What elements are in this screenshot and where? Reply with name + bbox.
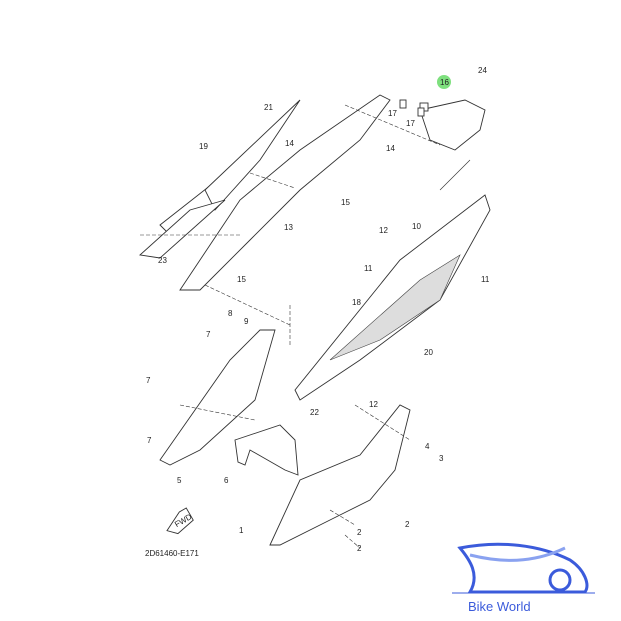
part-23-stripe xyxy=(138,199,226,259)
part-5-lower-cover xyxy=(159,329,276,466)
callout-8[interactable]: 8 xyxy=(228,309,233,318)
callout-4[interactable]: 4 xyxy=(425,442,430,451)
callout-2[interactable]: 2 xyxy=(405,520,410,529)
part-16-rear-cover xyxy=(419,99,486,151)
callout-6[interactable]: 6 xyxy=(224,476,229,485)
callout-7[interactable]: 7 xyxy=(206,330,211,339)
callout-16[interactable]: 16 xyxy=(440,78,449,87)
part-13-side-cover xyxy=(179,94,391,291)
callout-21[interactable]: 21 xyxy=(264,103,273,112)
part-20-decal xyxy=(329,254,461,361)
callout-7[interactable]: 7 xyxy=(146,376,151,385)
fwd-direction-marker: FWD xyxy=(166,507,194,535)
callout-19[interactable]: 19 xyxy=(199,142,208,151)
callout-10[interactable]: 10 xyxy=(412,222,421,231)
callout-14[interactable]: 14 xyxy=(285,139,294,148)
callout-12[interactable]: 12 xyxy=(379,226,388,235)
callout-17[interactable]: 17 xyxy=(388,109,397,118)
callout-23[interactable]: 23 xyxy=(158,256,167,265)
bike-world-logo: Bike World xyxy=(452,542,595,614)
motorbike-logo-icon xyxy=(457,542,589,594)
callout-2[interactable]: 2 xyxy=(357,544,362,553)
callout-3[interactable]: 3 xyxy=(439,454,444,463)
drawing-code: 2D61460-E171 xyxy=(145,549,199,558)
part-10-body-cover xyxy=(294,194,491,401)
callout-11[interactable]: 11 xyxy=(481,275,490,284)
callout-20[interactable]: 20 xyxy=(424,348,433,357)
callout-9[interactable]: 9 xyxy=(244,317,249,326)
callout-15[interactable]: 15 xyxy=(341,198,350,207)
callout-5[interactable]: 5 xyxy=(177,476,182,485)
callout-7[interactable]: 7 xyxy=(147,436,152,445)
callout-2[interactable]: 2 xyxy=(357,528,362,537)
part-1-side-panel xyxy=(269,404,411,546)
part-21-decal xyxy=(204,99,301,211)
part-6-bracket xyxy=(234,424,299,476)
brand-name: Bike World xyxy=(468,599,531,614)
callout-17[interactable]: 17 xyxy=(406,119,415,128)
leader-lines xyxy=(140,104,471,549)
callout-22[interactable]: 22 xyxy=(310,408,319,417)
callout-14[interactable]: 14 xyxy=(386,144,395,153)
callout-highlight xyxy=(437,75,451,89)
callout-1[interactable]: 1 xyxy=(239,526,244,535)
screw-17 xyxy=(399,99,407,109)
callout-18[interactable]: 18 xyxy=(352,298,361,307)
callout-15[interactable]: 15 xyxy=(237,275,246,284)
callout-13[interactable]: 13 xyxy=(284,223,293,232)
callout-11[interactable]: 11 xyxy=(364,264,373,273)
callout-12[interactable]: 12 xyxy=(369,400,378,409)
part-outlines xyxy=(138,94,491,546)
screw-17b xyxy=(417,107,425,117)
callout-24[interactable]: 24 xyxy=(478,66,487,75)
